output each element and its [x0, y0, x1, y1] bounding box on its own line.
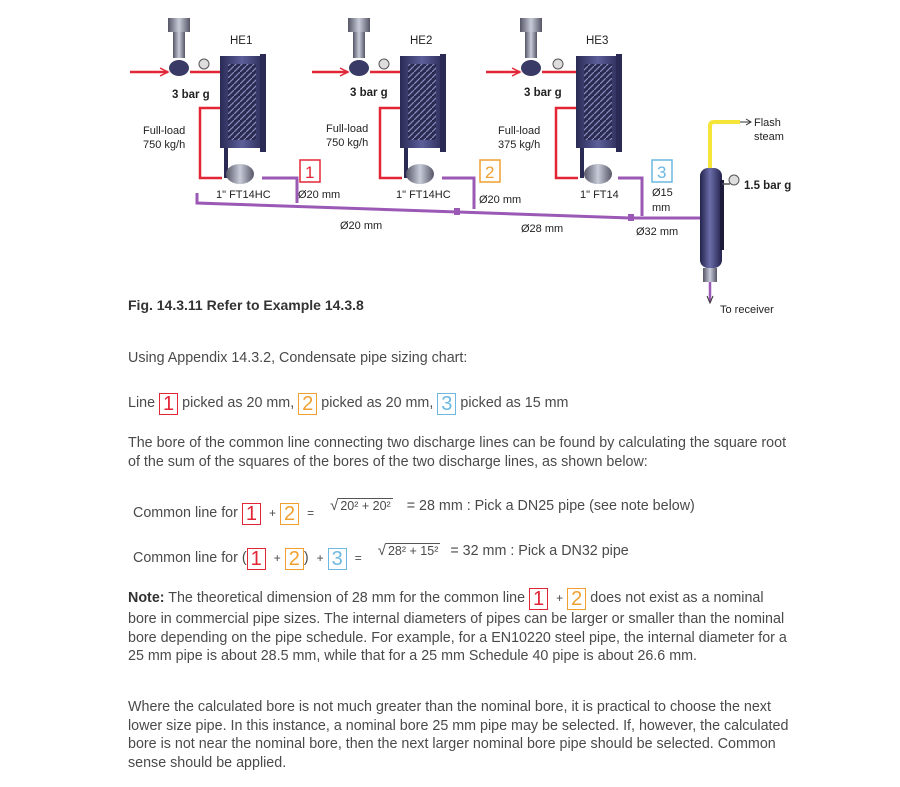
- he1-label: HE1: [230, 35, 252, 47]
- picked-text-3: picked as 15 mm: [460, 395, 569, 411]
- note-text-b: does not exist as a nominal bore in comm…: [128, 590, 787, 664]
- vessel-pressure: 1.5 bar g: [744, 180, 791, 192]
- eq2-box3: 3: [327, 548, 347, 570]
- he2-pressure: 3 bar g: [350, 87, 388, 99]
- he1-trap-label: 1" FT14HC: [216, 189, 271, 201]
- intro-text: Using Appendix 14.3.2, Condensate pipe s…: [128, 350, 468, 366]
- flash-steam-line2: steam: [754, 131, 784, 143]
- line3-box: 3: [437, 393, 457, 415]
- he1-discharge-bore: Ø20 mm: [298, 189, 340, 201]
- eq2-plus2: +: [316, 551, 324, 565]
- note-box2: 2: [567, 588, 587, 610]
- he2-load-line1: Full-load: [326, 123, 368, 135]
- common-bore-1: Ø20 mm: [340, 220, 382, 232]
- equation-1: Common line for 1 +2 = √20² + 20² = 28 m…: [133, 497, 695, 525]
- final-paragraph: Where the calculated bore is not much gr…: [128, 699, 789, 771]
- flash-vessel: Flash steam 1.5 bar g To receiver: [700, 117, 791, 316]
- flash-steam-line1: Flash: [754, 117, 781, 129]
- sqrt-symbol: √: [330, 497, 339, 514]
- eq2-equals: =: [354, 551, 362, 565]
- common-bore-3: Ø32 mm: [636, 226, 678, 238]
- line2-box: 2: [298, 393, 318, 415]
- he3-discharge-bore: Ø15: [652, 187, 673, 199]
- eq2-label: Common line for (: [133, 550, 247, 566]
- he2-trap-label: 1" FT14HC: [396, 189, 451, 201]
- he2-group: HE2 3 bar g Full-load 750 kg/h 1" FT14HC…: [312, 18, 521, 209]
- he1-load-line2: 750 kg/h: [143, 139, 185, 151]
- eq2-sqrt: 28² + 15²: [385, 543, 441, 558]
- picked-prefix: Line: [128, 395, 156, 411]
- figure-caption: Fig. 14.3.11 Refer to Example 14.3.8: [128, 297, 364, 313]
- he3-discharge-bore-unit: mm: [652, 202, 670, 214]
- picked-text-1: picked as 20 mm,: [182, 395, 295, 411]
- eq1-label: Common line for: [133, 505, 238, 521]
- bore-explanation: The bore of the common line connecting t…: [128, 435, 787, 470]
- he2-line-number: 2: [485, 163, 494, 182]
- note-text-a: The theoretical dimension of 28 mm for t…: [168, 590, 526, 606]
- common-bore-2: Ø28 mm: [521, 223, 563, 235]
- he3-group: HE3 3 bar g Full-load 375 kg/h 1" FT14 3…: [486, 18, 673, 216]
- he1-line-number: 1: [305, 163, 314, 182]
- equation-2: Common line for (1 +2) +3 = √28² + 15² =…: [133, 542, 629, 570]
- eq1-result: = 28 mm : Pick a DN25 pipe (see note bel…: [406, 498, 695, 514]
- note-box1: 1: [529, 588, 549, 610]
- eq1-box1: 1: [241, 503, 261, 525]
- note-plus: +: [556, 591, 564, 605]
- eq2-close: ): [303, 550, 309, 566]
- picked-line: Line 1 picked as 20 mm, 2 picked as 20 m…: [128, 393, 796, 415]
- eq1-plus: +: [268, 506, 276, 520]
- he2-label: HE2: [410, 35, 432, 47]
- eq2-plus1: +: [273, 551, 281, 565]
- he2-load-line2: 750 kg/h: [326, 137, 368, 149]
- eq1-sqrt: 20² + 20²: [338, 498, 393, 513]
- he3-line-number: 3: [657, 163, 666, 182]
- he3-load-line2: 375 kg/h: [498, 139, 540, 151]
- note-paragraph: Note: The theoretical dimension of 28 mm…: [128, 588, 796, 666]
- he1-pressure: 3 bar g: [172, 89, 210, 101]
- he3-label: HE3: [586, 35, 608, 47]
- condensate-system-diagram: HE1 3 bar g Full-load 750 kg/h 1" FT14HC…: [130, 18, 791, 316]
- he1-group: HE1 3 bar g Full-load 750 kg/h 1" FT14HC…: [130, 18, 340, 203]
- he1-load-line1: Full-load: [143, 125, 185, 137]
- note-label: Note:: [128, 590, 165, 606]
- eq2-box1: 1: [246, 548, 266, 570]
- he3-pressure: 3 bar g: [524, 87, 562, 99]
- receiver-label: To receiver: [720, 304, 774, 316]
- sqrt-symbol: √: [377, 542, 386, 559]
- eq2-box2: 2: [284, 548, 304, 570]
- picked-text-2: picked as 20 mm,: [321, 395, 434, 411]
- he3-load-line1: Full-load: [498, 125, 540, 137]
- eq1-box2: 2: [280, 503, 300, 525]
- eq2-result: = 32 mm : Pick a DN32 pipe: [450, 543, 629, 559]
- he2-discharge-bore: Ø20 mm: [479, 194, 521, 206]
- he3-trap-label: 1" FT14: [580, 189, 619, 201]
- line1-box: 1: [159, 393, 179, 415]
- eq1-equals: =: [307, 506, 315, 520]
